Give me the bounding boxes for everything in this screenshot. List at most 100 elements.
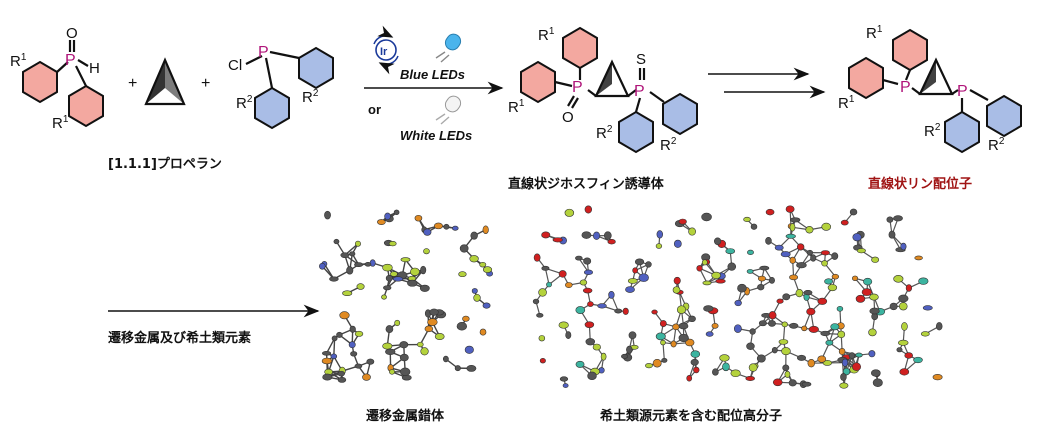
atom-ellipsoid (471, 288, 478, 294)
atom-ellipsoid (575, 360, 585, 368)
atom-ellipsoid (836, 306, 844, 312)
r1-label: R1 (52, 114, 69, 132)
atom-ellipsoid (322, 373, 333, 381)
atom-ellipsoid (898, 339, 909, 346)
aryl-ring-red (22, 60, 58, 104)
atom-ellipsoid (388, 240, 397, 247)
atom-ellipsoid (661, 358, 668, 363)
bond-stick (662, 342, 665, 361)
atom-ellipsoid (349, 325, 356, 333)
bond-stick (333, 338, 336, 357)
atom-ellipsoid (592, 231, 601, 240)
atom-ellipsoid (389, 369, 396, 375)
atom-ellipsoid (918, 277, 929, 285)
phosphorus-label: P (900, 79, 911, 96)
atom-ellipsoid (585, 338, 596, 346)
atom-ellipsoid (324, 210, 331, 220)
atom-ellipsoid (913, 356, 923, 364)
atom-ellipsoid (806, 307, 816, 316)
atom-ellipsoid (381, 294, 387, 300)
atom-ellipsoid (785, 233, 796, 239)
atom-ellipsoid (399, 367, 411, 376)
atom-ellipsoid (711, 323, 719, 329)
sulfur-label: S (636, 51, 646, 68)
atom-ellipsoid (821, 222, 832, 231)
atom-ellipsoid (579, 279, 588, 286)
atom-ellipsoid (393, 209, 400, 216)
aryl-ring-red (68, 84, 104, 128)
atom-ellipsoid (831, 273, 840, 280)
aryl-ring-blue (662, 92, 698, 136)
atom-ellipsoid (407, 279, 418, 287)
atom-ellipsoid (354, 363, 363, 369)
atom-ellipsoid (785, 205, 795, 213)
atom-ellipsoid (532, 298, 540, 305)
atom-ellipsoid (856, 248, 866, 254)
atom-ellipsoid (583, 269, 593, 276)
atom-ellipsoid (434, 333, 445, 341)
atom-ellipsoid (676, 305, 687, 314)
atom-ellipsoid (806, 249, 814, 256)
chlorophosphine-reactant: P Cl R2 R2 (228, 44, 334, 130)
atom-ellipsoid (552, 237, 563, 243)
atom-ellipsoid (768, 276, 775, 284)
atom-ellipsoid (346, 266, 354, 275)
atom-ellipsoid (597, 303, 607, 309)
bond-stick (782, 324, 786, 342)
atom-ellipsoid (673, 276, 681, 285)
r1-label: R1 (538, 26, 555, 44)
atom-ellipsoid (737, 283, 747, 293)
atom-ellipsoid (656, 230, 663, 239)
r2-label: R2 (596, 124, 613, 142)
atom-ellipsoid (479, 328, 487, 336)
atom-ellipsoid (399, 341, 409, 349)
r1-label: R1 (838, 94, 855, 112)
atom-ellipsoid (564, 208, 575, 217)
atom-ellipsoid (888, 230, 896, 239)
r2-label: R2 (660, 136, 677, 154)
atom-ellipsoid (456, 321, 468, 331)
atom-ellipsoid (824, 278, 833, 285)
atom-ellipsoid (757, 275, 766, 282)
atom-ellipsoid (342, 290, 353, 297)
atom-ellipsoid (795, 289, 804, 298)
atom-ellipsoid (417, 341, 424, 348)
atom-ellipsoid (385, 274, 393, 282)
atom-ellipsoid (768, 311, 777, 320)
atom-ellipsoid (898, 302, 908, 311)
atom-ellipsoid (383, 285, 392, 291)
atom-ellipsoid (688, 227, 696, 236)
phosphorus-label: P (572, 79, 583, 96)
atom-ellipsoid (757, 283, 765, 291)
chlorine-label: Cl (228, 57, 242, 74)
atom-ellipsoid (539, 358, 546, 364)
atom-ellipsoid (362, 373, 371, 381)
atom-ellipsoid (839, 382, 849, 389)
atom-ellipsoid (546, 281, 552, 288)
atom-ellipsoid (746, 342, 755, 350)
atom-ellipsoid (837, 330, 846, 339)
atom-ellipsoid (565, 282, 573, 289)
atom-ellipsoid (466, 364, 477, 372)
atom-ellipsoid (442, 355, 449, 363)
atom-ellipsoid (336, 331, 343, 338)
atom-ellipsoid (893, 275, 904, 283)
atom-ellipsoid (789, 322, 799, 329)
atom-ellipsoid (701, 259, 708, 266)
atom-ellipsoid (559, 376, 569, 382)
atom-ellipsoid (820, 250, 830, 256)
atom-ellipsoid (538, 335, 546, 342)
atom-ellipsoid (627, 278, 638, 284)
atom-ellipsoid (348, 341, 356, 349)
atom-ellipsoid (575, 306, 586, 314)
atom-ellipsoid (712, 368, 719, 376)
atom-ellipsoid (688, 315, 696, 323)
atom-ellipsoid (789, 217, 801, 223)
atom-ellipsoid (608, 290, 615, 299)
atom-ellipsoid (429, 308, 439, 316)
atom-ellipsoid (747, 249, 754, 255)
atom-ellipsoid (410, 267, 420, 276)
reduction-arrows (708, 67, 826, 99)
atom-ellipsoid (719, 354, 730, 362)
atom-ellipsoid (868, 350, 876, 358)
